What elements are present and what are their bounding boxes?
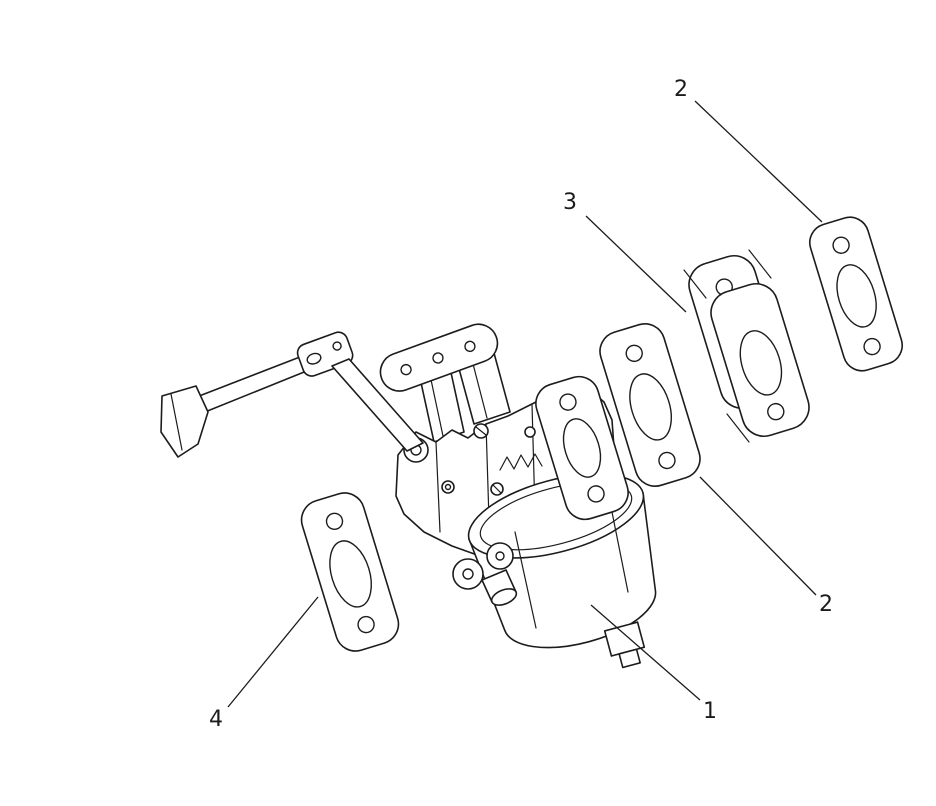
gasket-top-right [809,216,903,372]
callout-label-3: 3 [563,190,577,215]
screw-slot-top [475,426,487,436]
callout-label-1: 1 [703,699,717,724]
gasket-bl-hole-bottom [357,615,375,634]
bowl-contour-1 [514,531,537,629]
callout-label-2-top: 2 [674,77,688,102]
callout-label-4: 4 [209,707,223,732]
gasket-mid-bore [629,373,672,441]
throttle-lever-assembly [160,331,354,458]
gasket-bottom-left [300,492,400,652]
inlet-stub-cap [490,588,518,606]
spacer-front-face [710,283,810,437]
gasket-bl-bore [329,540,372,608]
spacer-edge-bl [726,413,750,443]
outlet-flange [535,375,629,521]
tube-left-contour [429,374,444,437]
leader-line-2-right [699,476,817,596]
spacer-edge-tr [748,249,772,279]
spacer-edge-tl [683,269,707,299]
gasket-mid-hole-top [625,344,643,363]
top-flange-hole-3 [464,340,476,353]
pivot-pin-hole [332,341,342,351]
pivot-slot-hole [306,352,322,365]
callout-labels: 2 3 2 1 4 [209,77,833,732]
screw-slot-mid [492,484,502,494]
bowl-drain-bolt [603,621,646,669]
leader-line-4 [227,596,319,708]
outlet-bore [562,418,602,478]
gasket-mid-hole-bottom [658,451,676,470]
spacer-bore [739,330,783,396]
spacer-bolt-hole [767,402,785,421]
gasket-tr-bore [836,264,877,328]
top-flange-hole-2 [432,352,444,364]
body-facet-1 [435,441,441,533]
insulator-spacer [683,249,810,443]
carburetor-body [331,323,657,669]
leader-line-2-top [694,100,823,223]
throttle-link-rod [331,358,424,452]
choke-shaft-end [524,426,536,438]
fuel-inlet [452,542,518,606]
inlet-boss-left-hole [462,568,474,580]
drain-bolt-tip [618,648,641,669]
outlet-bolt-hole-top [559,393,577,411]
tube-right-contour [471,359,488,419]
leader-lines [227,100,823,708]
gasket-middle [599,323,701,487]
outlet-bolt-hole-bottom [587,485,605,503]
bowl-contour-2 [609,501,629,593]
gasket-tr-hole-top [832,236,850,254]
throttle-flag-bend-line [170,393,183,451]
gasket-tr-hole-bottom [863,337,881,356]
leader-line-1 [590,604,701,701]
top-flange-hole-1 [400,363,412,376]
top-flange [379,323,499,392]
callout-label-2-right: 2 [819,592,833,617]
idle-spring [499,453,543,471]
throttle-flag [160,385,209,458]
inlet-boss-right-hole [495,551,505,561]
screw-left-center [444,483,452,491]
bowl-rim-inner [479,481,633,551]
leader-line-3 [585,215,687,313]
gasket-bl-hole-top [325,512,344,531]
